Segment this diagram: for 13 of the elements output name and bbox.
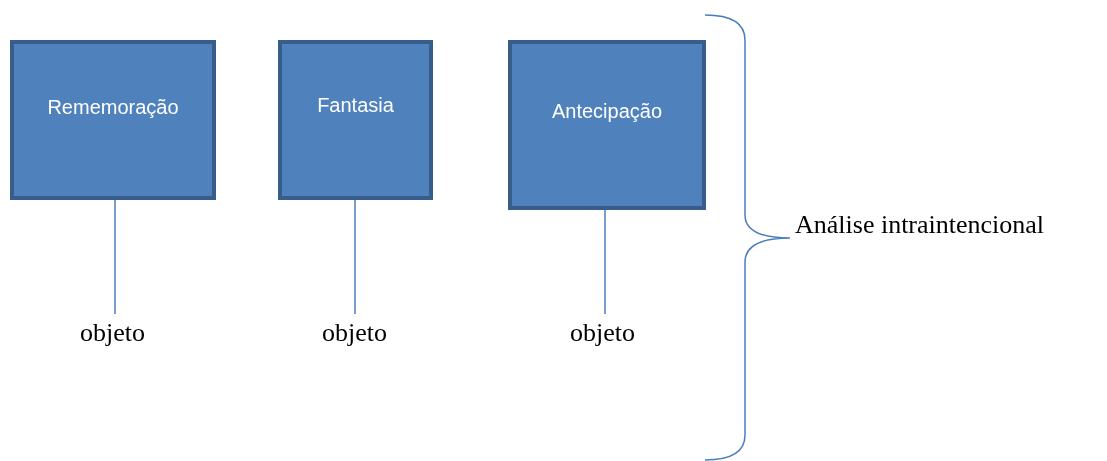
box-label: Fantasia: [316, 94, 395, 117]
connector-line: [114, 199, 116, 315]
object-label: objeto: [570, 318, 635, 348]
object-label: objeto: [80, 318, 145, 348]
box-label: Rememoração: [46, 96, 180, 119]
process-box: [278, 40, 433, 200]
connector-line: [354, 199, 356, 315]
box-label: Antecipação: [550, 100, 664, 123]
object-label: objeto: [322, 318, 387, 348]
bracket-label: Análise intraintencional: [795, 210, 1045, 240]
process-box: [508, 40, 706, 210]
process-box: [10, 40, 216, 200]
connector-line: [604, 209, 606, 315]
